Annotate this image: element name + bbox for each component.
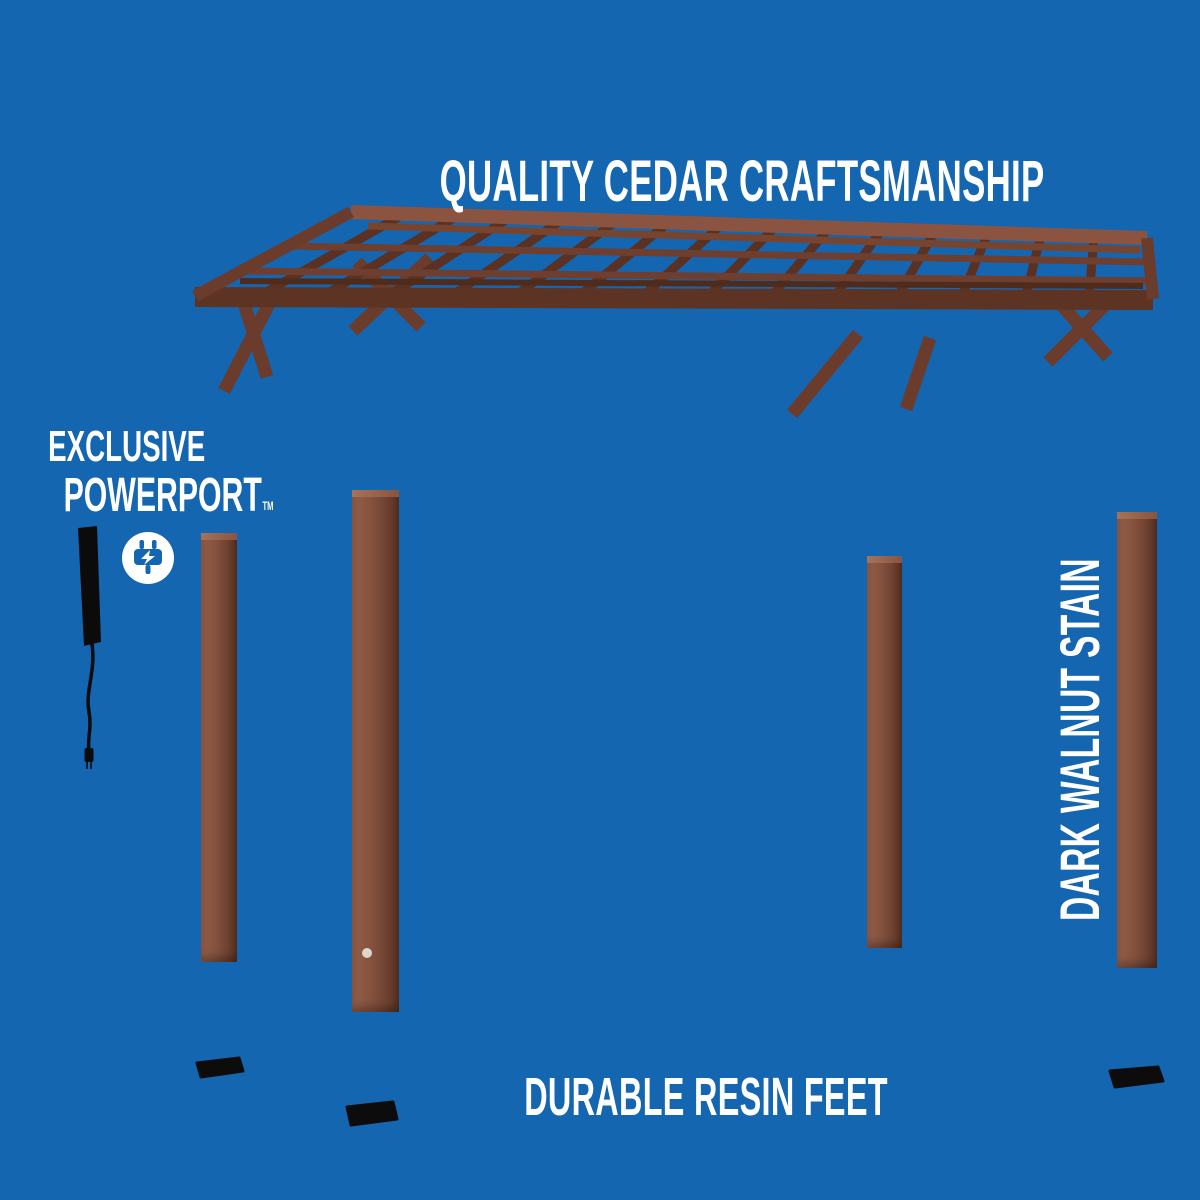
pergola-post-back-left xyxy=(201,533,237,962)
stain-label-text: DARK WALNUT STAIN xyxy=(1048,558,1111,922)
powerport-label: EXCLUSIVE POWERPORTTM xyxy=(2,422,274,522)
feet-label: DURABLE RESIN FEET xyxy=(106,1066,1200,1128)
power-cord xyxy=(78,526,101,769)
headline-text: QUALITY CEDAR CRAFTSMANSHIP xyxy=(439,149,1045,214)
pergola-post-front-left xyxy=(352,490,399,1012)
pergola-post-front-right xyxy=(1117,512,1157,968)
roof-frame xyxy=(192,205,1159,310)
plug-lightning-icon xyxy=(122,532,174,584)
resin-foot xyxy=(1108,1065,1165,1089)
resin-foot xyxy=(195,1056,245,1079)
powerport-outlet xyxy=(362,948,372,958)
powerport-exclusive-text: EXCLUSIVE xyxy=(48,422,206,471)
headline: QUALITY CEDAR CRAFTSMANSHIP xyxy=(142,148,1200,215)
resin-feet xyxy=(195,1056,1165,1127)
feet-label-text: DURABLE RESIN FEET xyxy=(524,1067,888,1127)
powerport-label-line1: EXCLUSIVE xyxy=(2,422,238,471)
powerport-label-line2: POWERPORTTM xyxy=(2,470,274,522)
roof-purlins xyxy=(241,242,1152,285)
pergola-post-back-right xyxy=(867,556,902,948)
stain-label: DARK WALNUT STAIN xyxy=(1047,442,1113,1042)
powerport-text: POWERPORT xyxy=(63,468,262,522)
resin-foot xyxy=(345,1100,399,1127)
powerport-wordmark: POWERPORTTM xyxy=(63,468,274,522)
trademark-symbol: TM xyxy=(262,498,274,513)
